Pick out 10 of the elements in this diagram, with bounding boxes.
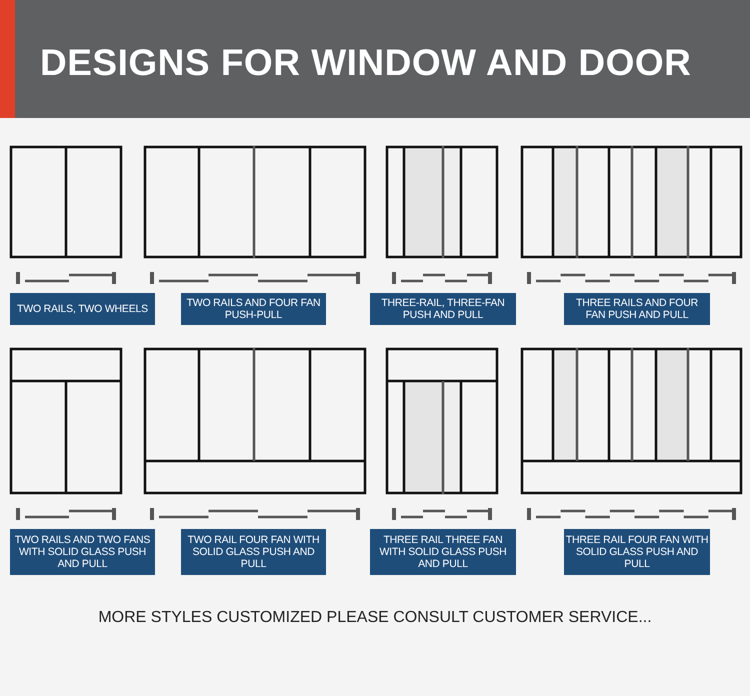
footer-note: MORE STYLES CUSTOMIZED PLEASE CONSULT CUSTOMER SERVICE... [97, 609, 653, 627]
design-caption: THREE RAIL FOUR FAN WITH SOLID GLASS PUSH AND PULL [564, 529, 710, 575]
design-caption: THREE RAIL THREE FAN WITH SOLID GLASS PUSH AND PULL [370, 529, 516, 575]
design-caption: TWO RAIL FOUR FAN WITH SOLID GLASS PUSH AND PULL [181, 529, 326, 575]
design-caption: TWO RAILS AND TWO FANS WITH SOLID GLASS PUSH AND PULL [10, 529, 155, 575]
design-caption: THREE RAILS AND FOUR FAN PUSH AND PULL [564, 293, 710, 325]
title: DESIGNS FOR WINDOW AND DOOR [40, 42, 692, 84]
design-caption: THREE-RAIL, THREE-FAN PUSH AND PULL [370, 293, 516, 325]
design-caption: TWO RAILS AND FOUR FAN PUSH-PULL [181, 293, 326, 325]
design-caption: TWO RAILS, TWO WHEELS [10, 293, 155, 325]
